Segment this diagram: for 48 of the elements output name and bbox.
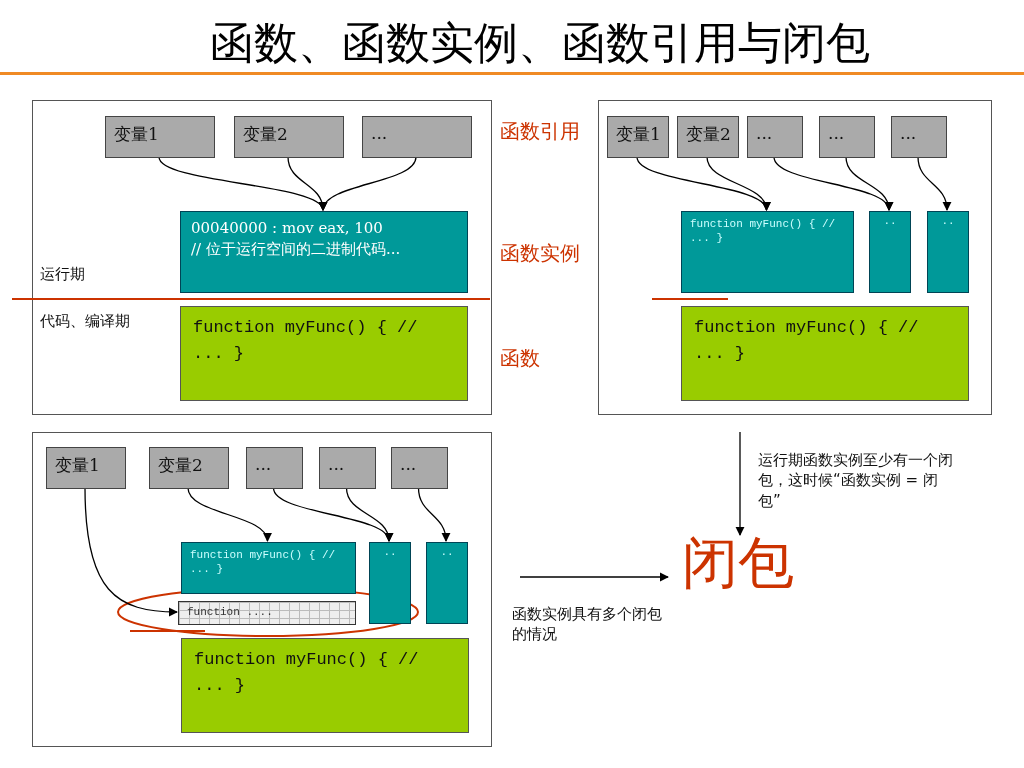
variable-box: 变量2: [677, 116, 739, 158]
arrow: [84, 487, 178, 617]
annotation-text: 代码、编译期: [40, 312, 130, 331]
instance-box: [180, 211, 468, 293]
instance-box: ..: [426, 542, 468, 624]
arrow: [845, 156, 893, 211]
variable-box: 变量2: [149, 447, 229, 489]
annotation-text: 运行期: [40, 265, 85, 284]
instance-box: function myFunc() { // ... }: [181, 542, 356, 594]
code-box: function myFunc() { // ... }: [181, 638, 469, 733]
edge-label: 运行期函数实例至少有一个闭包，这时候“函数实例 = 闭包”: [758, 450, 953, 511]
arrow: [345, 487, 393, 542]
code-line: 00040000 : mov eax, 100: [191, 218, 384, 239]
title-text: 函数、函数实例、函数引用与闭包: [209, 16, 871, 70]
panel-frame: [598, 100, 992, 415]
edge-label: 函数实例具有多个闭包的情况: [512, 604, 663, 645]
arrow: [187, 487, 270, 542]
variable-box: ...: [246, 447, 303, 489]
variable-box: 变量1: [607, 116, 669, 158]
arrow: [917, 156, 951, 211]
annotation-text: 函数实例: [500, 240, 580, 267]
instance-box: function myFunc() { // ... }: [681, 211, 854, 293]
variable-box: 变量1: [105, 116, 215, 158]
closure-label: 闭包: [668, 535, 808, 603]
arrow: [519, 572, 669, 582]
arrow: [706, 156, 770, 211]
code-box: function myFunc() { // ... }: [180, 306, 468, 401]
code-box: function myFunc() { // ... }: [681, 306, 969, 401]
annotation-text: 函数: [500, 345, 540, 372]
annotation-text: 函数引用: [500, 118, 580, 145]
variable-box: ...: [819, 116, 875, 158]
arrow: [417, 487, 450, 542]
code-line: // 位于运行空间的二进制代码...: [191, 239, 402, 260]
instance-box: ..: [869, 211, 911, 293]
panel-frame: [32, 100, 492, 415]
variable-box: ...: [391, 447, 448, 489]
arrow: [735, 431, 745, 536]
variable-box: ...: [319, 447, 376, 489]
variable-box: ...: [747, 116, 803, 158]
grid-box: function ....: [178, 601, 356, 625]
variable-box: ...: [362, 116, 472, 158]
variable-box: 变量2: [234, 116, 344, 158]
variable-box: ...: [891, 116, 947, 158]
variable-box: 变量1: [46, 447, 126, 489]
instance-box: ..: [369, 542, 411, 624]
arrow: [321, 156, 417, 211]
panel-frame: [32, 432, 492, 747]
instance-box: ..: [927, 211, 969, 293]
